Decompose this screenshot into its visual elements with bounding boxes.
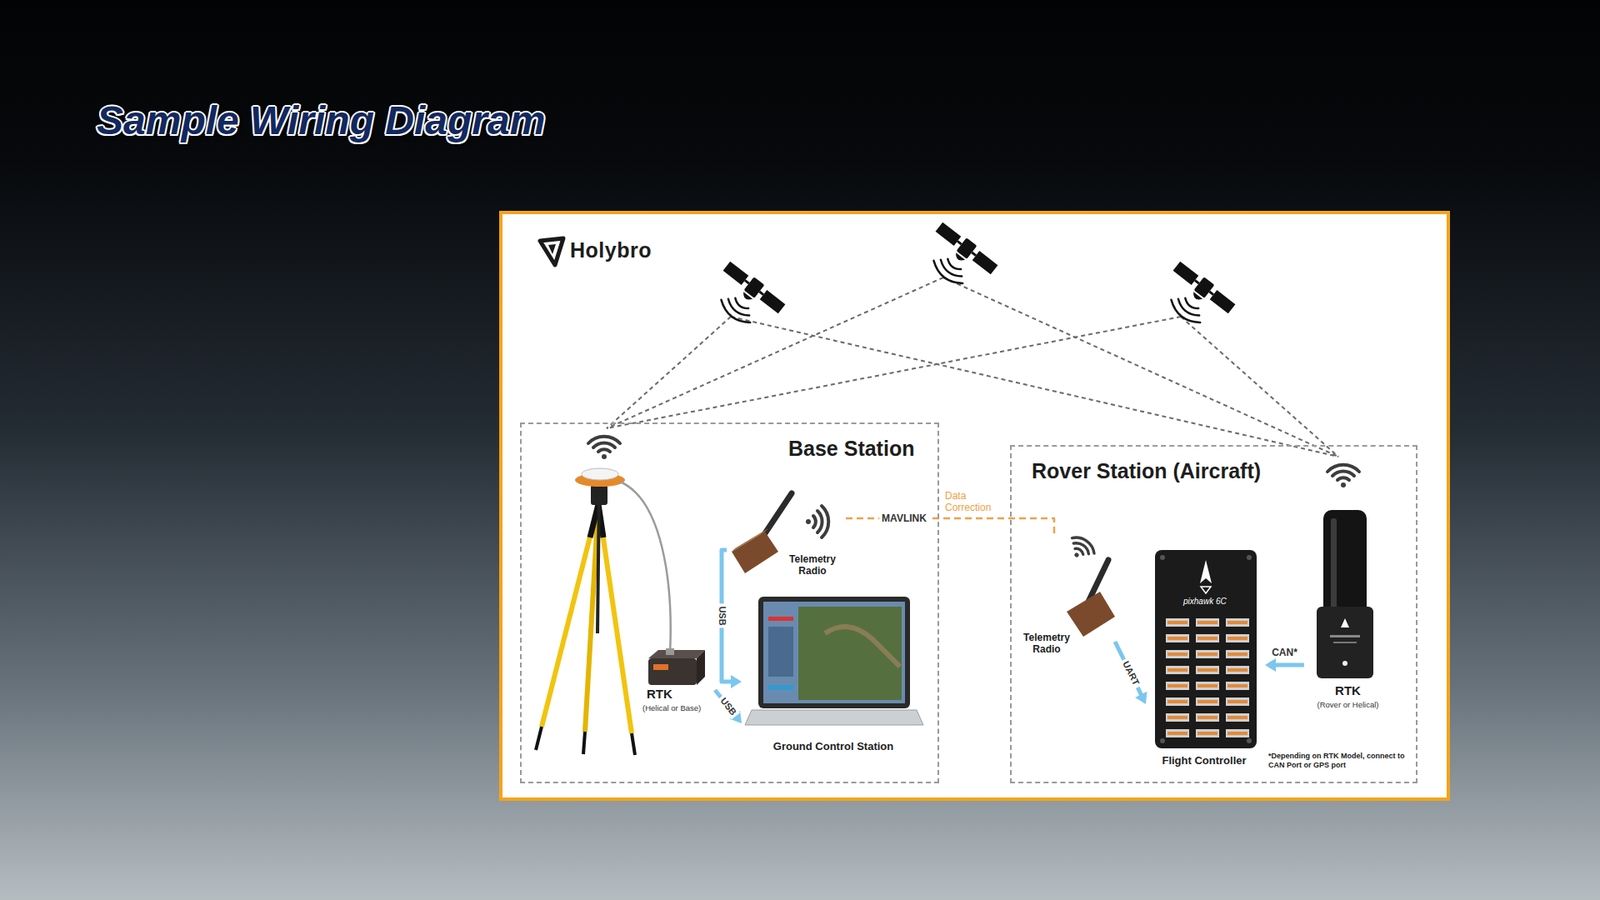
region-box: Base StationRTK(Helical or Base) Telemetr… [520,422,940,784]
gps-mast [1323,510,1367,623]
screen-map [798,606,902,700]
node-title: RTK [646,686,673,702]
gps-highlight [1330,518,1337,612]
logo-inner [548,244,556,255]
radio-edge [731,528,769,552]
laptop-bezel [758,596,910,709]
node-subtitle: (Helical or Base) [642,703,701,713]
rover-rtk-gps [1316,510,1374,679]
antenna-cable [620,481,671,654]
node-title: Ground Control Station [741,740,925,754]
device-node: RTK(Rover or Helical) [1304,500,1395,719]
wifi-icon [588,436,620,460]
receiver-body [648,658,697,685]
rover-telemetry-radio [1066,560,1115,637]
gps-led [1342,660,1348,666]
wifi-icon [1327,465,1360,488]
diagram-title: Sample Wiring Diagram [96,96,545,145]
edge-label: USB [716,603,728,628]
connector-line [1275,663,1305,668]
survey-tripod [535,468,635,755]
gnss-antenna-dome [581,468,619,480]
tripod-tip [631,733,635,755]
node-title: Telemetry Radio [781,553,844,577]
connector-line [1115,641,1142,695]
logo-outline [540,238,564,265]
region-box: Rover Station (Aircraft) Telemetry RadioF… [1010,445,1418,784]
connector-line [845,518,1055,534]
gps-detail [1333,641,1357,644]
radio-body [1066,591,1115,637]
flight-controller-board [1155,550,1257,749]
laptop-screen [763,601,905,704]
connector [845,518,1055,534]
connector [1115,641,1147,705]
map-river [825,626,900,667]
radio-antenna [761,493,792,539]
node-title: Telemetry Radio [1016,631,1077,655]
node-title: Base Station [788,435,915,461]
edge-label: MAVLINK [879,512,930,525]
tripod-tip [535,726,542,750]
fc-screw [1160,555,1165,560]
satellite [916,220,1000,299]
receiver-side [696,650,705,685]
text-label: Data Correction [945,490,1005,514]
fc-triangle [1200,586,1211,594]
device-node: Telemetry Radio [726,485,846,585]
receiver-top [648,650,705,659]
arrow-head [730,675,742,689]
screen-bar [768,685,794,690]
node-title: Rover Station (Aircraft) [1031,458,1261,484]
text-label: Holybro [570,237,652,263]
gps-detail [1330,635,1360,638]
screen-warning [768,616,794,621]
fc-screw [1246,555,1252,560]
receiver-accent [653,664,669,670]
device-node: Flight Controller [1145,545,1265,773]
signal-line [730,316,1339,457]
edge-label: CAN* [1269,646,1300,659]
base-telemetry-radio [731,493,792,574]
signal-line [1180,316,1339,457]
holybro-logo-icon [540,238,564,265]
signal-line [606,316,1181,429]
gps-module [1316,606,1374,679]
signal-line [943,277,1339,457]
laptop-base [745,710,924,725]
text-label: *Depending on RTK Model, connect to CAN … [1268,751,1412,770]
connector [715,690,742,724]
gps-arrow [1340,618,1350,628]
node-title: Flight Controller [1145,754,1263,768]
screen-panel [768,626,794,677]
satellite [704,259,787,338]
fc-body [1155,550,1257,749]
tripod-leg [598,504,632,734]
connector [1265,658,1305,672]
arrow-head [1265,658,1276,672]
signal-line [606,316,731,429]
receiver-connector [665,648,675,655]
arrow-head [1135,691,1147,705]
device-node: Ground Control Station [741,593,928,756]
satellite [1154,259,1237,338]
wifi-icon [805,505,829,538]
node-title: RTK [1304,683,1392,699]
device-node: RTK(Helical or Base) [640,648,715,729]
text-label: pixhawk 6C [1183,596,1227,607]
fc-ports [1163,616,1254,742]
radio-body [731,531,779,574]
tripod-pole [597,487,600,634]
device-node: Telemetry Radio [1016,533,1115,659]
ground-station-laptop [745,596,924,725]
tripod-tip [583,731,585,755]
base-rtk-receiver [648,648,705,685]
wifi-icon [1064,533,1098,565]
fc-arrow [1200,560,1212,584]
tripod-head [590,485,608,505]
node-subtitle: (Rover or Helical) [1304,700,1392,710]
